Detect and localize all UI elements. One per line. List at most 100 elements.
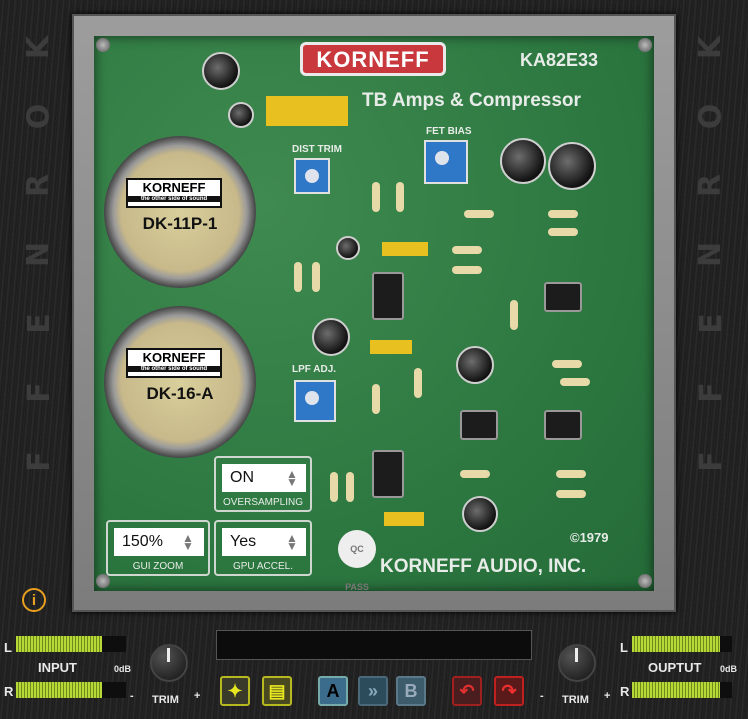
dist-trim-pot[interactable] — [294, 158, 330, 194]
input-trim-label: TRIM — [152, 694, 179, 706]
oversampling-control[interactable]: ON ▲▼ OVERSAMPLING — [214, 456, 312, 512]
book-icon[interactable]: ▤ — [262, 676, 292, 706]
side-letter: K — [21, 35, 57, 60]
product-subtitle: TB Amps & Compressor — [362, 90, 581, 111]
film-capacitor — [382, 242, 428, 256]
model-number: KA82E33 — [520, 50, 599, 70]
oversampling-value[interactable]: ON — [222, 464, 306, 492]
input-db-label: 0dB — [114, 664, 132, 674]
capacitor — [202, 52, 240, 90]
status-display — [216, 630, 532, 660]
capacitor — [312, 318, 350, 356]
resistor — [548, 210, 578, 218]
side-letter: O — [693, 103, 729, 130]
film-capacitor — [384, 512, 424, 526]
stepper-arrows-icon[interactable]: ▲▼ — [286, 531, 298, 553]
compare-a-button[interactable]: A — [318, 676, 348, 706]
input-l-label: L — [4, 640, 12, 655]
tube-name: DK-16-A — [146, 384, 214, 403]
gpu-accel-value[interactable]: Yes — [222, 528, 306, 556]
lpf-adj-label: LPF ADJ. — [292, 364, 337, 375]
side-letter: F — [693, 451, 729, 472]
capacitor — [548, 142, 596, 190]
output-trim-knob[interactable] — [558, 644, 596, 682]
resistor — [372, 182, 380, 212]
resistor — [414, 368, 422, 398]
fet-bias-label: FET BIAS — [426, 126, 472, 137]
screw-icon — [96, 38, 110, 52]
gui-zoom-value[interactable]: 150% — [114, 528, 204, 556]
manufacturer: KORNEFF AUDIO, INC. — [380, 556, 587, 577]
input-meter-r — [16, 682, 102, 698]
output-label: OUPTUT — [648, 660, 702, 675]
side-letter: N — [693, 241, 729, 268]
input-trim-plus: + — [194, 690, 201, 702]
copy-ab-button[interactable]: » — [358, 676, 388, 706]
oversampling-label: OVERSAMPLING — [222, 497, 304, 508]
output-r-label: R — [620, 684, 630, 699]
gpu-accel-control[interactable]: Yes ▲▼ GPU ACCEL. — [214, 520, 312, 576]
qc-pass-sticker: QC PASS — [338, 530, 376, 592]
resistor — [372, 384, 380, 414]
lightbulb-icon[interactable]: ✦ — [220, 676, 250, 706]
input-trim-minus: - — [130, 690, 134, 702]
side-letter: F — [693, 382, 729, 403]
input-trim-knob[interactable] — [150, 644, 188, 682]
ic-chip — [544, 282, 582, 312]
resistor — [346, 472, 354, 502]
brand-logo: KORNEFF — [300, 42, 446, 76]
screw-icon — [638, 38, 652, 52]
compare-b-button[interactable]: B — [396, 676, 426, 706]
output-l-label: L — [620, 640, 628, 655]
resistor — [556, 470, 586, 478]
ic-chip — [372, 272, 404, 320]
gui-zoom-label: GUI ZOOM — [132, 561, 184, 572]
ic-chip — [372, 450, 404, 498]
input-label: INPUT — [38, 660, 77, 675]
screw-icon — [638, 574, 652, 588]
ic-chip — [460, 410, 498, 440]
side-letter: F — [21, 382, 57, 403]
fet-bias-pot[interactable] — [424, 140, 468, 184]
lpf-adj-pot[interactable] — [294, 380, 336, 422]
ic-chip — [544, 410, 582, 440]
stepper-arrows-icon[interactable]: ▲▼ — [286, 467, 298, 489]
capacitor — [336, 236, 360, 260]
side-letter: O — [21, 103, 57, 130]
info-icon[interactable]: i — [22, 588, 46, 612]
side-letter: E — [693, 313, 729, 334]
resistor — [556, 490, 586, 498]
output-trim-minus: - — [540, 690, 544, 702]
capacitor — [228, 102, 254, 128]
resistor — [452, 266, 482, 274]
resistor — [396, 182, 404, 212]
resistor — [510, 300, 518, 330]
screw-icon — [96, 574, 110, 588]
redo-icon[interactable]: ↷ — [494, 676, 524, 706]
side-letter: R — [693, 173, 729, 198]
output-meter-r — [632, 682, 720, 698]
output-db-label: 0dB — [720, 664, 738, 674]
resistor — [452, 246, 482, 254]
capacitor — [500, 138, 546, 184]
film-capacitor — [266, 96, 348, 126]
resistor — [294, 262, 302, 292]
gui-zoom-control[interactable]: 150% ▲▼ GUI ZOOM — [106, 520, 210, 576]
resistor — [312, 262, 320, 292]
copyright: ©1979 — [570, 530, 609, 545]
input-r-label: R — [4, 684, 14, 699]
resistor — [330, 472, 338, 502]
side-letter: R — [21, 173, 57, 198]
capacitor — [462, 496, 498, 532]
resistor — [552, 360, 582, 368]
resistor — [548, 228, 578, 236]
stepper-arrows-icon[interactable]: ▲▼ — [182, 531, 194, 553]
undo-icon[interactable]: ↶ — [452, 676, 482, 706]
input-meter-l — [16, 636, 102, 652]
